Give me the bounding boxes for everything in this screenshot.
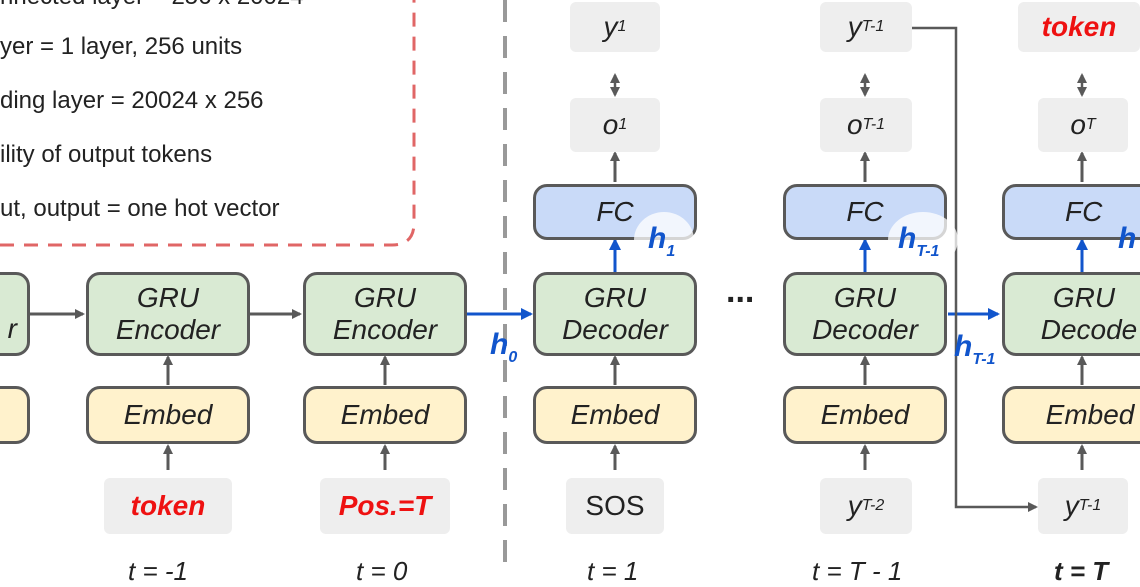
hidden-state-h1: h1 — [648, 222, 676, 260]
hidden-state-h-t: h — [1118, 222, 1137, 255]
gru-decoder-t-minus-1: GRU Decoder — [783, 272, 947, 356]
input-token: token — [104, 478, 232, 534]
gru-encoder-t-minus-1: GRU Encoder — [86, 272, 250, 356]
note-output-probability: ility of output tokens — [0, 141, 213, 168]
hidden-state-h-t-minus-1-upper: hT-1 — [898, 222, 940, 260]
hidden-state-h-t-minus-1: hT-1 — [954, 330, 996, 368]
input-position: Pos.=T — [320, 478, 450, 534]
embed-decoder-t-minus-1: Embed — [783, 386, 947, 444]
note-gru-layer: yer = 1 layer, 256 units — [0, 33, 243, 60]
step-label-t: t = T — [1054, 556, 1109, 586]
gru-encoder-partial: r — [0, 272, 30, 356]
embed-decoder-t1: Embed — [533, 386, 697, 444]
embed-partial — [0, 386, 30, 444]
embed-decoder-t: Embed — [1002, 386, 1140, 444]
ellipsis: ... — [726, 272, 755, 310]
gru-encoder-t0: GRU Encoder — [303, 272, 467, 356]
notes-dashed-border — [0, 0, 416, 247]
gru-decoder-t1: GRU Decoder — [533, 272, 697, 356]
connections-layer — [0, 0, 1088, 570]
embed-t0: Embed — [303, 386, 467, 444]
fc-layer-t: FC — [1002, 184, 1140, 240]
step-label-t0: t = 0 — [356, 556, 408, 586]
target-token: token — [1018, 2, 1140, 52]
hidden-state-h0: h0 — [490, 328, 518, 366]
note-embedding-layer: ding layer = 20024 x 256 — [0, 87, 264, 114]
step-label-t-minus-1: t = -1 — [128, 556, 188, 586]
input-sos: SOS — [566, 478, 664, 534]
h1-highlight — [634, 212, 694, 268]
step-label-t1: t = 1 — [587, 556, 639, 586]
note-fc-layer: nnected layer = 256 x 20024 — [0, 0, 304, 11]
h-t-minus-1-highlight — [888, 212, 958, 268]
note-one-hot: ut, output = one hot vector — [0, 195, 280, 222]
step-label-t-minus-1-dec: t = T - 1 — [812, 556, 903, 586]
gru-decoder-t: GRU Decode — [1002, 272, 1140, 356]
embed-t-minus-1: Embed — [86, 386, 250, 444]
